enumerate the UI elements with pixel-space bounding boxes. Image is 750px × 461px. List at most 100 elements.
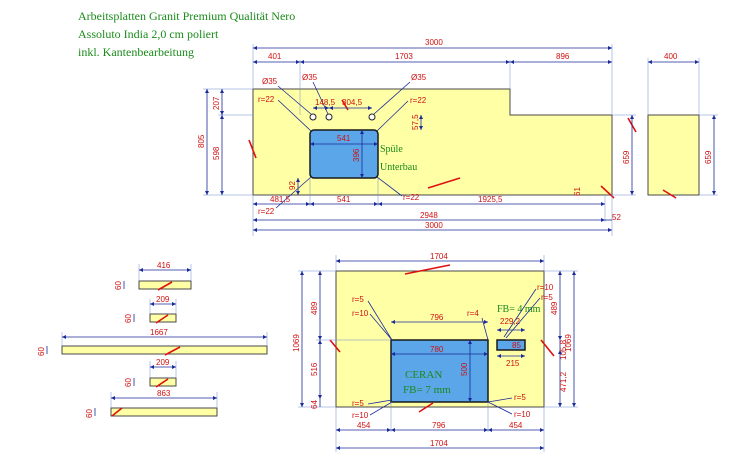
small-cutout-width: 229,2 [500,317,521,326]
edge-mark [418,402,434,413]
dim-bottom-4815: 481,5 [270,195,291,204]
ceran-height: 500 [460,362,469,376]
title-block: Arbeitsplatten Granit Premium Qualität N… [78,9,295,59]
title-line-1: Arbeitsplatten Granit Premium Qualität N… [78,9,295,23]
dim-side-height-659: 659 [704,150,713,164]
island-radius-r10-bl: r=10 [352,411,369,420]
dim-sink-width: 541 [337,134,351,143]
island-radius-r5-br: r=5 [514,393,526,402]
strip-416-height: 60 [114,281,123,290]
dim-61: 61 [573,187,582,196]
ceran-outer-width: 796 [430,313,444,322]
edge-mark [248,139,257,159]
island-489-left: 489 [310,301,319,315]
strip-209-a-height: 60 [124,314,133,323]
edge-mark [662,189,677,199]
side-panel [647,114,700,196]
ceran-inner-width: 780 [430,345,444,354]
island-1058: 105,8 [559,339,568,360]
tap-diameter-right: Ø35 [411,73,427,82]
edge-mark [404,264,451,275]
island-worktop: CERAN FB= 7 mm FB= 4 mm 1704 1069 489 51… [292,252,578,452]
strip-209-a-length: 209 [156,295,170,304]
dim-bottom-541: 541 [337,195,351,204]
dim-sink-575: 57,5 [411,114,420,130]
edge-mark [427,177,461,189]
sink-label-1: Spüle [380,144,403,155]
ceran-label: CERAN [405,369,442,381]
edge-mark [164,346,181,356]
strip-863-length: 863 [157,389,171,398]
island-bottom-454-left: 454 [357,421,371,430]
island-489-right: 489 [550,301,559,315]
edge-mark [111,407,123,417]
radius-top-right: r=22 [410,96,427,105]
island-4712: 471,2 [559,371,568,392]
dim-bottom-2948: 2948 [420,211,438,220]
radius-bottom-left: r=22 [258,207,275,216]
island-64-left: 64 [310,400,319,409]
dim-bottom-52: 52 [612,213,621,222]
dim-bottom-19255: 1925,5 [478,195,503,204]
title-line-3: inkl. Kantenbearbeitung [78,45,194,59]
dim-401: 401 [268,52,282,61]
dim-overall-width: 3000 [425,38,443,47]
tap-hole-mid [325,113,333,121]
island-bottom-454-right: 454 [509,421,523,430]
dim-side-400: 400 [664,52,678,61]
island-bottom-width: 1704 [430,439,448,448]
strip-416 [138,280,192,290]
strip-416-length: 416 [157,261,171,270]
island-radius-r5-bl: r=5 [352,399,364,408]
radius-top-left: r=22 [258,95,275,104]
island-radius-r10-tl: r=10 [352,309,369,318]
dim-tap-3045: 304,5 [342,98,363,107]
island-516-left: 516 [310,362,319,376]
small-cutout-215: 215 [506,359,520,368]
edge-mark [329,339,341,353]
dim-tap-1485: 148,5 [315,98,336,107]
main-worktop: Spüle Unterbau 3000 401 1703 896 400 [197,38,718,236]
strip-1667-height: 60 [37,347,46,356]
sink-label-2: Unterbau [380,162,417,173]
edge-mark [157,281,173,291]
island-radius-r5-tl: r=5 [352,295,364,304]
strip-1667-length: 1667 [150,328,168,337]
dim-896: 896 [556,52,570,61]
dim-height-207: 207 [212,96,221,110]
tap-hole-right [368,113,376,121]
strip-209-b-length: 209 [156,358,170,367]
small-cutout-flush-label: FB= 4 mm [497,304,541,315]
island-radius-r4: r=4 [467,309,479,318]
island-radius-r5-tr: r=5 [541,293,553,302]
strip-863 [110,407,218,417]
tap-diameter-mid: Ø35 [302,73,318,82]
island-height-left: 1069 [292,334,301,352]
tap-diameter-left: Ø35 [262,77,278,86]
strip-209-b-height: 60 [124,378,133,387]
tap-hole-left [309,113,317,121]
dim-height-659: 659 [622,150,631,164]
edge-mark [540,339,555,357]
dim-1703: 1703 [395,52,413,61]
edge-strips: 416 60 209 60 1667 60 209 60 [37,261,268,418]
title-line-2: Assoluto India 2,0 cm poliert [78,27,219,41]
strip-863-height: 60 [85,409,94,418]
island-bottom-796: 796 [432,421,446,430]
island-radius-r10-tr: r=10 [537,283,554,292]
island-radius-r10-br: r=10 [514,410,531,419]
small-cutout [496,339,526,351]
edge-mark [155,314,169,324]
dim-height-598: 598 [212,146,221,160]
island-top-width: 1704 [430,252,448,261]
strip-1667 [61,345,268,355]
dim-sink-height: 396 [352,148,361,162]
dim-bottom-3000: 3000 [425,221,443,230]
radius-bottom-right: r=22 [403,193,420,202]
dim-height-805: 805 [197,134,206,148]
dim-sink-92: 92 [288,181,297,190]
main-worktop-slab [252,88,613,196]
ceran-flush-label: FB= 7 mm [403,384,451,396]
island-height-right: 1069 [564,334,573,352]
